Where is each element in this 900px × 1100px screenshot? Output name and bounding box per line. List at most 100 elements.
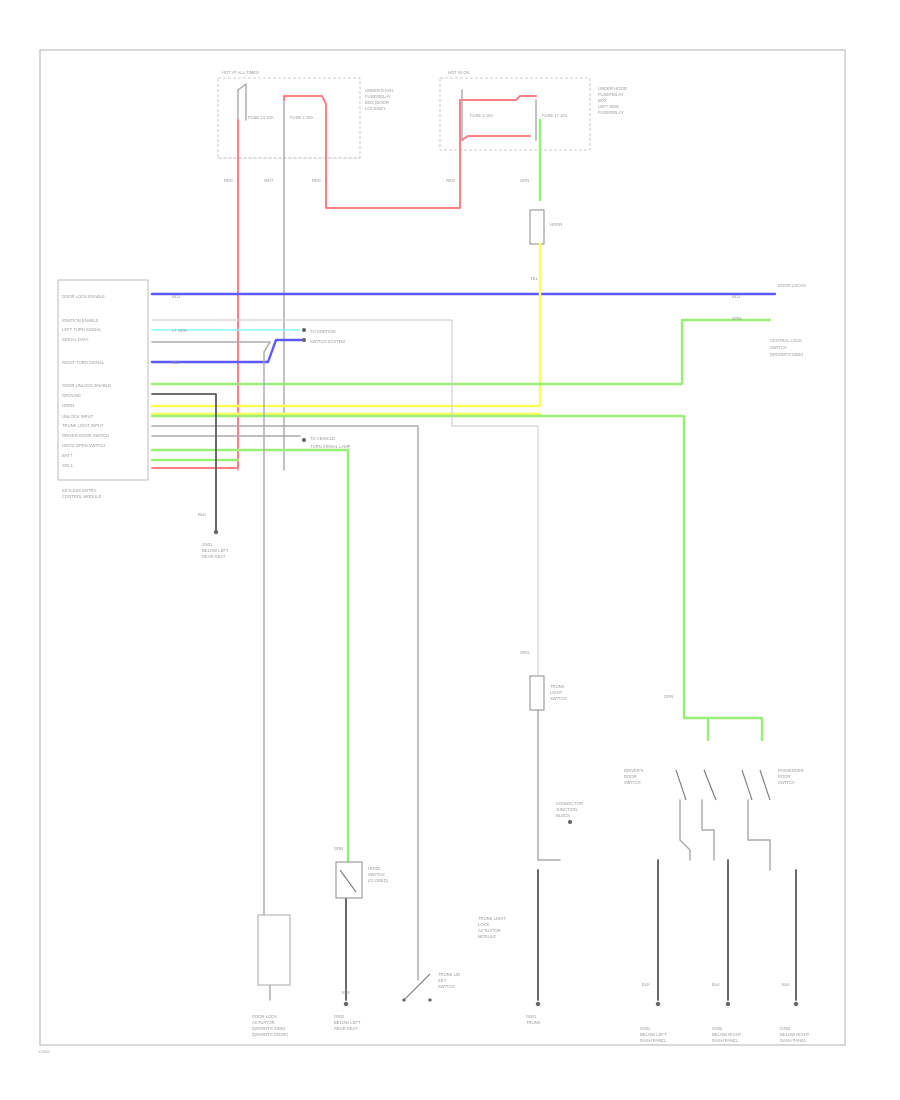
wl-12: BLK [198, 512, 206, 517]
actuator-label-3: (DRIVER'S SIDE) [252, 1026, 286, 1031]
wl-6: YEL [530, 276, 539, 281]
ground-g7-label-1: G303 [780, 1026, 791, 1031]
left-box-label-1: UNDER-DASH [365, 88, 393, 93]
module-pin-6: DOOR UNLOCK ENABLE [62, 383, 111, 388]
ground-g1-label-2: BELOW LEFT [202, 548, 229, 553]
ground-g1-label-3: REAR SEAT [202, 554, 226, 559]
left-box-label-3: BOX (DOOR [365, 100, 389, 105]
right-box-label-3: BOX [598, 98, 607, 103]
wires [150, 83, 797, 1001]
ground-g5-label-2: BELOW LEFT [640, 1032, 667, 1037]
ground-g1-symbol [213, 529, 219, 535]
wl-11: BLU [172, 360, 180, 365]
ground-g7-symbol [793, 1001, 799, 1007]
note-central-lock-2: SWITCH [770, 345, 787, 350]
ground-g4-symbol [535, 1001, 541, 1007]
module-pin-5: RIGHT TURN SIGNAL [62, 360, 105, 365]
lamp-module-label-3: ACTUATOR [478, 928, 501, 933]
lamp-module-label-1: TRUNK LIGHT [478, 916, 506, 921]
door-switch-right-1: PASSENGER [778, 768, 804, 773]
left-fuse-box-title: HOT AT ALL TIMES [222, 70, 259, 75]
left-fuse-a: FUSE 14 10A [248, 115, 274, 120]
left-fuse-b: FUSE 2 10A [290, 115, 313, 120]
left-box-label-4: LOCK/KEY [365, 106, 386, 111]
wl-1: RED [224, 178, 233, 183]
right-fuse-box: HOT IN ON FUSE 5 10A FUSE 17 10A UNDER-H… [439, 70, 627, 151]
right-box-label-5: FUSE/RELAY [598, 110, 624, 115]
module-title-1: KEYLESS ENTRY [62, 488, 97, 493]
ground-g6-label-3: DASH PANEL [712, 1038, 739, 1043]
lamp-module-label-4: MODULE [478, 934, 496, 939]
trunk-lid-switch: TRUNK LID KEY SWITCH [402, 972, 460, 1002]
module-pin-14: IGN 1 [62, 463, 74, 468]
module-title-2: CONTROL MODULE [62, 494, 102, 499]
wl-14: GRN [334, 846, 343, 851]
horn-label: HORN [550, 222, 562, 227]
ground-g5-symbol [655, 1001, 661, 1007]
door-switch-right-3: SWITCH [778, 780, 795, 785]
trunk-light-switch: TRUNK LIGHT SWITCH [529, 675, 567, 711]
module-pin-3: LEFT TURN SIGNAL [62, 327, 102, 332]
note-central-lock-1: CENTRAL LOCK [770, 338, 802, 343]
wl-2: WHT [264, 178, 274, 183]
trunk-switch-label-1: TRUNK [550, 684, 565, 689]
right-box-label-4: LEFT SIDE [598, 104, 619, 109]
right-fuse-box-title: HOT IN ON [448, 70, 470, 75]
keyless-entry-module: DOOR LOCK ENABLE IGNITION ENABLE LEFT TU… [57, 279, 149, 499]
right-box-label-2: FUSE/RELAY [598, 92, 624, 97]
module-pin-8: HORN [62, 403, 74, 408]
ground-g7-label-2: BELOW RIGHT [780, 1032, 810, 1037]
ground-g4-label-1: G601 [526, 1014, 537, 1019]
wl-10: LT GRN [172, 328, 187, 333]
hood-switch-label-1: HOOD [368, 866, 381, 871]
module-pin-2: IGNITION ENABLE [62, 318, 99, 323]
horn-fuse-box [529, 209, 545, 245]
wl-8: BLU [732, 294, 740, 299]
wl-3: RED [312, 178, 321, 183]
ground-g1-label-1: G501 [202, 542, 213, 547]
module-pin-1: DOOR LOCK ENABLE [62, 294, 105, 299]
module-pin-9: UNLOCK INPUT [62, 414, 94, 419]
lamp-module-label-2: LOCK [478, 922, 490, 927]
note-ignition-2: SWITCH SYSTEM [310, 339, 345, 344]
ground-g2-label-1: G502 [334, 1014, 345, 1019]
connector-junction: CONNECTOR JUNCTION BLOCK TRUNK LIGHT LOC… [478, 801, 583, 939]
ground-g6-label-1: G302 [712, 1026, 723, 1031]
hood-switch-label-3: (CLOSED) [368, 878, 389, 883]
junction-label-3: BLOCK [556, 813, 570, 818]
actuator-label-1: DOOR LOCK [252, 1014, 277, 1019]
wl-17: BLK [642, 982, 650, 987]
ground-g6-label-2: BELOW RIGHT [712, 1032, 742, 1037]
wire-color-labels: RED WHT RED RED GRN YEL BLU BLU GRN LT G… [172, 178, 790, 995]
module-pin-7: GROUND [62, 393, 81, 398]
module-pin-4: SERIAL DATA [62, 337, 89, 342]
module-pin-12: HOOD OPEN SWITCH [62, 443, 105, 448]
note-turn-signal-2: TURN SIGNAL LAMP [310, 444, 351, 449]
door-switch-left-3: SWITCH [624, 780, 641, 785]
ground-g5-label-3: DASH PANEL [640, 1038, 667, 1043]
wl-15: ORG [520, 650, 530, 655]
wl-9: GRN [732, 316, 741, 321]
door-switch-left-1: DRIVER'S [624, 768, 644, 773]
right-fuse-a: FUSE 5 10A [470, 113, 493, 118]
note-door-locks: DOOR LOCKS [778, 283, 806, 288]
ground-g7-label-3: DASH PANEL [780, 1038, 807, 1043]
junction-label-2: JUNCTION [556, 807, 577, 812]
door-switch-left-2: DOOR [624, 774, 637, 779]
note-turn-signal-1: TO VEHICLE [310, 436, 335, 441]
wl-19: BLK [782, 982, 790, 987]
ground-g5-label-1: G301 [640, 1026, 651, 1031]
door-switch-right-2: DOOR [778, 774, 791, 779]
grounds: G501 BELOW LEFT REAR SEAT G502 BELOW LEF… [202, 529, 810, 1043]
ground-g2-symbol [343, 1001, 349, 1007]
wl-16: BLK [342, 990, 350, 995]
left-box-label-2: FUSE/RELAY [365, 94, 391, 99]
module-pin-10: TRUNK LIGHT INPUT [62, 423, 104, 428]
wl-18: BLK [712, 982, 720, 987]
junction-label-1: CONNECTOR [556, 801, 583, 806]
note-ignition-1: TO IGNITION [310, 329, 336, 334]
ground-g2-label-2: BELOW LEFT [334, 1020, 361, 1025]
trunk-switch-label-2: LIGHT [550, 690, 563, 695]
wl-13: GRN [664, 694, 673, 699]
